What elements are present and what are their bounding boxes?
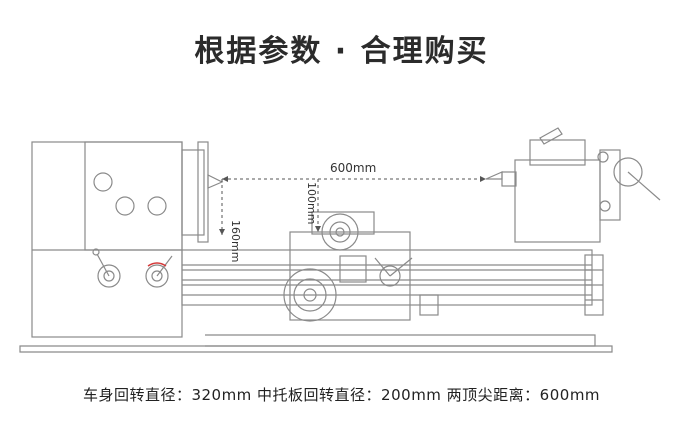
lathe-diagram: 600mm 160mm 100mm xyxy=(19,127,661,353)
gear-lever-2 xyxy=(145,264,169,288)
cross-slide-height-label: 100mm xyxy=(305,182,318,224)
headstock-dial-1 xyxy=(93,172,113,192)
spec-caption: 车身回转直径：320mm 中托板回转直径：200mm 两顶尖距离：600mm xyxy=(82,386,601,404)
carriage xyxy=(289,231,411,321)
chuck xyxy=(181,149,205,236)
lathe-base xyxy=(19,345,613,353)
lathe-bed xyxy=(181,249,593,306)
tailstock-handwheel xyxy=(613,157,643,187)
tailstock-center xyxy=(485,171,503,180)
headstock-dial-3 xyxy=(147,196,167,216)
tailstock xyxy=(514,159,601,243)
headstock-dial-2 xyxy=(115,196,135,216)
cross-slide-wheel xyxy=(321,213,359,251)
center-height-label: 160mm xyxy=(229,220,242,262)
lever-red-detail xyxy=(147,262,167,267)
apron-handwheel xyxy=(283,268,337,322)
page-title: 根据参数 · 合理购买 xyxy=(194,34,489,69)
gear-lever-1 xyxy=(97,264,121,288)
dimension-lines xyxy=(221,178,486,235)
headstock xyxy=(31,141,183,338)
center-distance-label: 600mm xyxy=(330,161,376,175)
headstock-center xyxy=(207,174,224,189)
